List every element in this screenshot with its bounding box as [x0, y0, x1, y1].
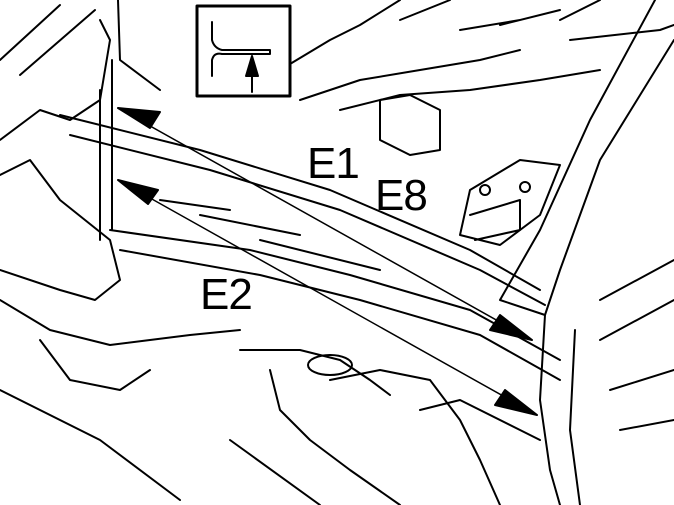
- label-e2: E2: [200, 270, 253, 319]
- label-e8: E8: [375, 171, 428, 220]
- label-e1: E1: [307, 139, 360, 188]
